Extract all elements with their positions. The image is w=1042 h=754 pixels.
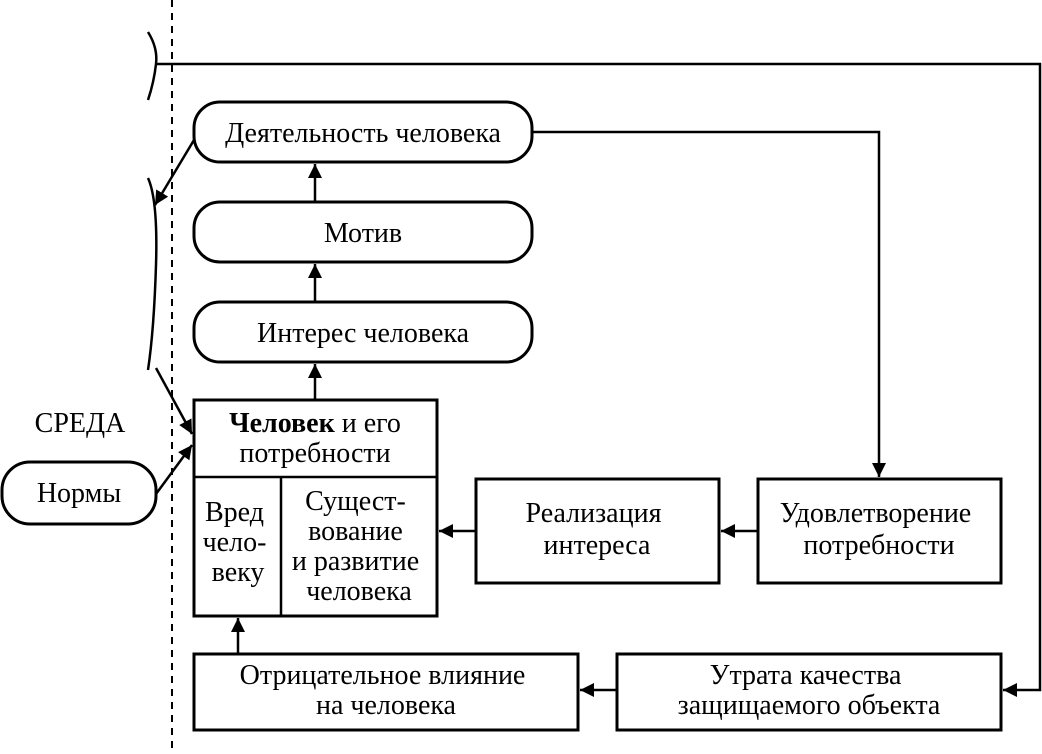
negative-line-1: Отрицательное влияние [240, 660, 526, 691]
harm-line-1: Вред [205, 497, 264, 528]
arrow-environment-to-loss [156, 62, 1042, 697]
arrow-norms-to-person [154, 444, 194, 495]
middle-brace [146, 177, 158, 371]
person-title-line2: потребности [239, 438, 390, 469]
environment-label: СРЕДА [35, 408, 126, 439]
interest-node: Интерес человека [192, 300, 534, 364]
motive-label: Мотив [324, 218, 402, 249]
activity-node: Деятельность человека [192, 100, 534, 164]
person-title: Человек и его [229, 408, 401, 439]
realization-node: Реализация интереса [474, 477, 721, 585]
top-brace [146, 31, 158, 101]
norms-label: Нормы [37, 478, 122, 509]
existence-label: Сущест- вование и развитие человека [292, 486, 426, 607]
satisfaction-node: Удовлетворение потребности [756, 477, 1003, 585]
realization-label: Реализация интереса [526, 498, 669, 561]
realization-line-1: Реализация [526, 498, 662, 529]
satisfaction-line-1: Удовлетворение [780, 498, 972, 529]
existence-line-4: человека [306, 576, 412, 607]
loss-label: Утрата качества защищаемого объекта [678, 660, 941, 721]
harm-label: Вред чело- веку [203, 497, 274, 588]
loss-node: Утрата качества защищаемого объекта [615, 652, 1003, 732]
harm-line-2: чело- [203, 527, 267, 558]
interest-label: Интерес человека [257, 318, 470, 349]
arrow-activity-to-environment [153, 139, 196, 206]
harm-line-3: веку [212, 557, 265, 588]
negative-label: Отрицательное влияние на человека [240, 660, 533, 721]
person-title-bold: Человек [229, 408, 336, 439]
existence-line-2: вование [308, 516, 403, 547]
norms-node: Нормы [0, 460, 158, 526]
existence-line-3: и развитие [292, 546, 419, 577]
loss-line-1: Утрата качества [710, 660, 902, 691]
motive-node: Мотив [192, 200, 534, 264]
arrow-activity-to-satisfaction [532, 130, 886, 477]
activity-label: Деятельность человека [225, 118, 501, 149]
existence-line-1: Сущест- [305, 486, 406, 517]
person-title-rest: и его [335, 408, 401, 439]
person-node: Человек и его потребности Вред чело- век… [192, 398, 439, 618]
realization-line-2: интереса [544, 530, 652, 561]
arrow-environment-to-person [154, 367, 194, 435]
negative-node: Отрицательное влияние на человека [192, 652, 580, 732]
satisfaction-line-2: потребности [803, 530, 954, 561]
loss-line-2: защищаемого объекта [678, 690, 941, 721]
satisfaction-label: Удовлетворение потребности [780, 498, 979, 561]
negative-line-2: на человека [316, 690, 457, 721]
